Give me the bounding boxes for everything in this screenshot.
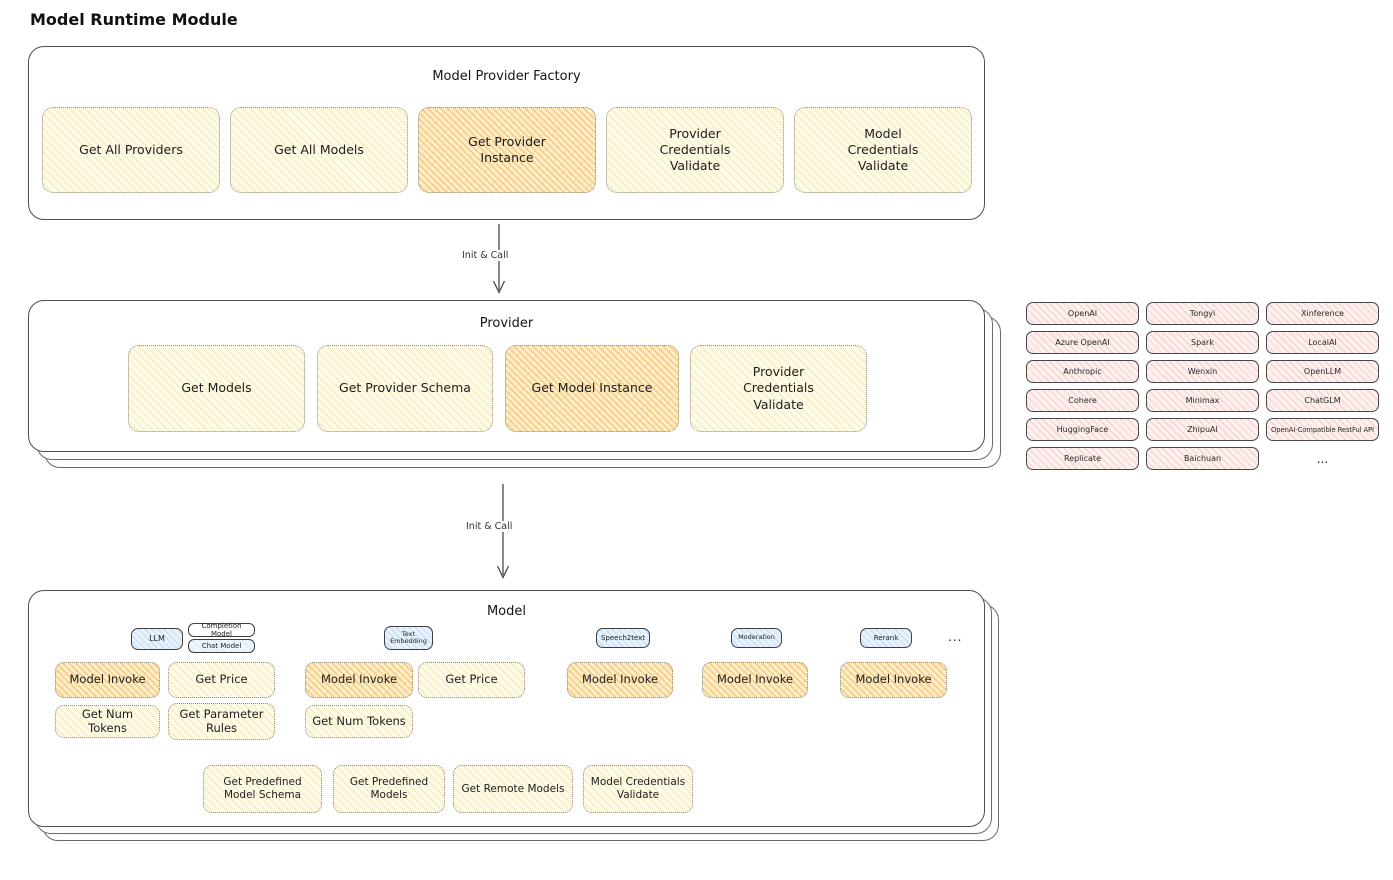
provider-pill-baichuan: Baichuan <box>1146 447 1259 470</box>
init-call-label-2: Init & Call <box>463 521 516 532</box>
provider-pill-xinference: Xinference <box>1266 302 1379 325</box>
provider-button-get-models: Get Models <box>128 345 305 432</box>
provider-pill-minimax: Minimax <box>1146 389 1259 412</box>
factory-panel-title: Model Provider Factory <box>432 69 581 84</box>
provider-pill-huggingface: HuggingFace <box>1026 418 1139 441</box>
page-title: Model Runtime Module <box>30 10 238 29</box>
model-credentials-validate-button: Model Credentials Validate <box>583 765 693 813</box>
provider-pill-openai-compatible-restful-api: OpenAI-Compatible RestFul API <box>1266 418 1379 441</box>
get-predefined-models-button: Get Predefined Models <box>333 765 445 813</box>
provider-pill-azure-openai: Azure OpenAI <box>1026 331 1139 354</box>
provider-button-provider-credentials-validate: Provider Credentials Validate <box>690 345 867 432</box>
text-embedding-get-num-tokens-button: Get Num Tokens <box>305 705 413 738</box>
moderation-model-invoke-button: Model Invoke <box>702 662 808 698</box>
factory-button-get-all-providers: Get All Providers <box>42 107 220 193</box>
tag-llm: LLM <box>131 628 183 650</box>
provider-list: OpenAI Tongyi Xinference Azure OpenAI Sp… <box>1026 302 1379 470</box>
get-remote-models-button: Get Remote Models <box>453 765 573 813</box>
factory-button-get-all-models: Get All Models <box>230 107 408 193</box>
tag-rerank: Rerank <box>860 628 912 648</box>
factory-button-provider-credentials-validate: Provider Credentials Validate <box>606 107 784 193</box>
provider-pill-chatglm: ChatGLM <box>1266 389 1379 412</box>
llm-get-parameter-rules-button: Get Parameter Rules <box>168 703 275 740</box>
provider-pill-tongyi: Tongyi <box>1146 302 1259 325</box>
provider-pill-zhipuai: ZhipuAI <box>1146 418 1259 441</box>
tag-chat-model: Chat Model <box>188 639 255 653</box>
provider-button-get-provider-schema: Get Provider Schema <box>317 345 493 432</box>
factory-button-get-provider-instance: Get Provider Instance <box>418 107 596 193</box>
provider-pill-openllm: OpenLLM <box>1266 360 1379 383</box>
provider-pill-anthropic: Anthropic <box>1026 360 1139 383</box>
text-embedding-get-price-button: Get Price <box>418 662 525 698</box>
llm-get-num-tokens-button: Get Num Tokens <box>55 705 160 738</box>
init-call-label-1: Init & Call <box>459 250 512 261</box>
llm-model-invoke-button: Model Invoke <box>55 662 160 698</box>
get-predefined-model-schema-button: Get Predefined Model Schema <box>203 765 322 813</box>
provider-pill-replicate: Replicate <box>1026 447 1139 470</box>
provider-pill-openai: OpenAI <box>1026 302 1139 325</box>
provider-list-ellipsis: ... <box>1316 451 1329 466</box>
speech2text-model-invoke-button: Model Invoke <box>567 662 673 698</box>
provider-pill-cohere: Cohere <box>1026 389 1139 412</box>
provider-pill-localai: LocalAI <box>1266 331 1379 354</box>
text-embedding-model-invoke-button: Model Invoke <box>305 662 413 698</box>
llm-get-price-button: Get Price <box>168 662 275 698</box>
rerank-model-invoke-button: Model Invoke <box>840 662 947 698</box>
tag-text-embedding: Text Embedding <box>384 626 433 650</box>
tag-moderation: Moderation <box>731 628 782 648</box>
provider-pill-wenxin: Wenxin <box>1146 360 1259 383</box>
provider-button-get-model-instance: Get Model Instance <box>505 345 679 432</box>
factory-button-model-credentials-validate: Model Credentials Validate <box>794 107 972 193</box>
model-tags-ellipsis: ... <box>948 630 963 644</box>
provider-panel-title: Provider <box>479 316 534 331</box>
model-panel-title: Model <box>486 604 527 619</box>
provider-pill-spark: Spark <box>1146 331 1259 354</box>
tag-completion-model: Completion Model <box>188 622 255 638</box>
tag-speech2text: Speech2text <box>596 628 650 648</box>
